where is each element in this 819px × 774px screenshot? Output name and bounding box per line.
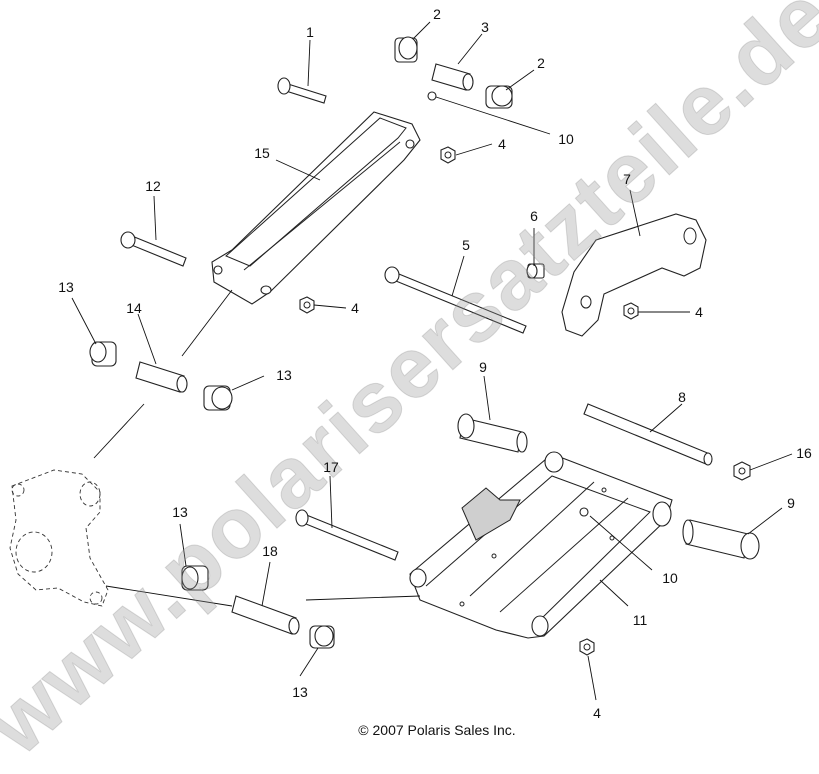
callout-4-d: 4 xyxy=(593,705,601,721)
bolt-12 xyxy=(120,231,187,267)
bushing-13-upper-left xyxy=(89,341,117,367)
callout-15: 15 xyxy=(254,145,270,161)
copyright-notice: © 2007 Polaris Sales Inc. xyxy=(358,722,516,738)
callout-9-upper: 9 xyxy=(479,359,487,375)
callout-8: 8 xyxy=(678,389,686,405)
callout-13-upper-left: 13 xyxy=(58,279,74,295)
callout-10-lower: 10 xyxy=(662,570,678,586)
callout-17: 17 xyxy=(323,459,339,475)
grease-fitting-10-lower xyxy=(579,507,589,517)
grease-fitting-10-top xyxy=(427,91,437,101)
pin-9-lower xyxy=(682,519,760,560)
bolt-6 xyxy=(526,263,545,279)
nut-4-b xyxy=(299,296,315,314)
callout-3: 3 xyxy=(481,19,489,35)
callout-11: 11 xyxy=(632,612,648,628)
callout-16: 16 xyxy=(796,445,812,461)
callout-12: 12 xyxy=(145,178,161,194)
leader-lines xyxy=(71,21,793,701)
lower-arm-11 xyxy=(409,451,673,639)
bushing-2-right xyxy=(485,85,513,109)
bolt-5 xyxy=(384,266,527,334)
sleeve-3 xyxy=(431,63,474,91)
callout-13-lower-left: 13 xyxy=(172,504,188,520)
upper-arm-15 xyxy=(211,111,421,305)
sleeve-18 xyxy=(231,595,300,635)
callout-4-c: 4 xyxy=(695,304,703,320)
callout-14: 14 xyxy=(126,300,142,316)
bolt-17 xyxy=(295,509,399,561)
pin-9-upper xyxy=(457,413,528,453)
bushing-13-upper-right xyxy=(203,385,233,411)
bushing-13-lower-left xyxy=(181,565,209,591)
callout-5: 5 xyxy=(462,237,470,253)
nut-4-a xyxy=(440,146,456,164)
callout-6: 6 xyxy=(530,208,538,224)
callout-7: 7 xyxy=(623,171,631,187)
callout-4-a: 4 xyxy=(498,136,506,152)
callout-2-right: 2 xyxy=(537,55,545,71)
bracket-7 xyxy=(561,213,707,337)
callout-18: 18 xyxy=(262,543,278,559)
callout-2-top: 2 xyxy=(433,6,441,22)
bushing-13-lower-right xyxy=(309,625,335,649)
nut-4-d xyxy=(579,638,595,656)
nut-4-c xyxy=(623,302,639,320)
bushing-2-top xyxy=(394,36,418,63)
nut-16 xyxy=(733,461,751,481)
callout-13-lower-right: 13 xyxy=(292,684,308,700)
sleeve-14 xyxy=(135,361,188,393)
diagram-drawing xyxy=(9,21,793,701)
callout-9-lower: 9 xyxy=(787,495,795,511)
knuckle-reference xyxy=(9,469,109,607)
callout-1: 1 xyxy=(306,24,314,40)
callout-13-upper-right: 13 xyxy=(276,367,292,383)
bolt-1 xyxy=(277,77,327,104)
rod-8 xyxy=(583,403,713,466)
callout-10-top: 10 xyxy=(558,131,574,147)
callout-4-b: 4 xyxy=(351,300,359,316)
